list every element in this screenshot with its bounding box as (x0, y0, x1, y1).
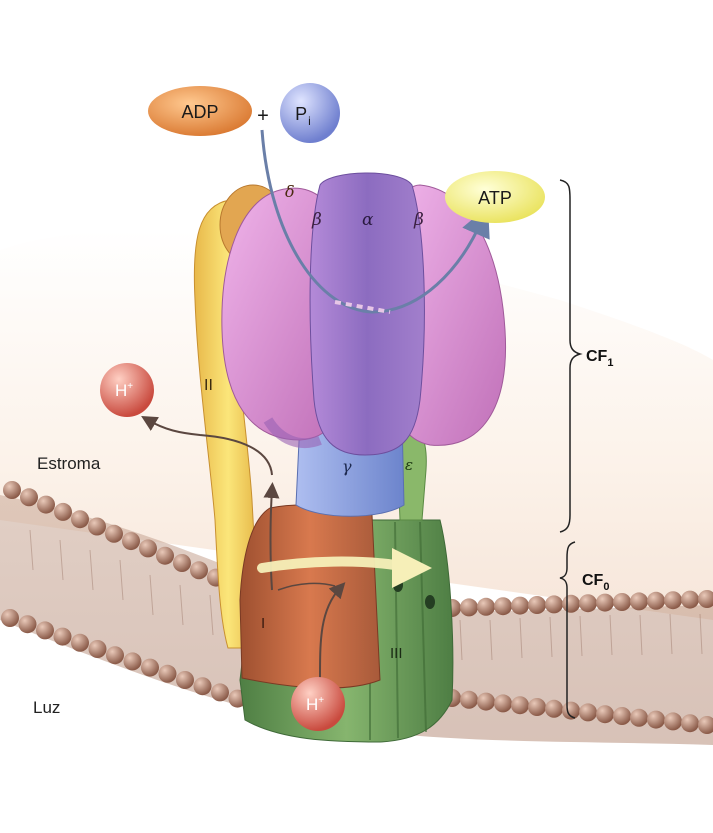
plus-sign: + (257, 105, 269, 127)
h-bottom-main: H (306, 695, 318, 714)
lipid-head (579, 703, 597, 721)
lipid-head (89, 640, 107, 658)
lipid-head (647, 592, 665, 610)
lipid-head (511, 597, 529, 615)
subunit-i-label: I (261, 615, 265, 632)
h-top-sup: + (127, 381, 133, 392)
lipid-head (562, 595, 580, 613)
lipid-head (139, 539, 157, 557)
stroma-label: Estroma (37, 454, 101, 473)
lipid-head (156, 547, 174, 565)
subunit-ii-label: II (204, 377, 213, 394)
lipid-head (613, 593, 631, 611)
lumen-label: Luz (33, 698, 60, 717)
lipid-head (122, 532, 140, 550)
cf0-main: CF (582, 572, 604, 589)
lipid-head (54, 628, 72, 646)
lipid-head (211, 683, 229, 701)
lipid-head (630, 709, 648, 727)
delta-label: δ (285, 182, 295, 201)
lipid-head (596, 594, 614, 612)
lipid-head (460, 691, 478, 709)
h-top-main: H (115, 381, 127, 400)
cf0-sub: 0 (603, 581, 609, 593)
lipid-head (124, 652, 142, 670)
lipid-head (19, 615, 37, 633)
lipid-head (460, 598, 478, 616)
lipid-head (579, 594, 597, 612)
pi-main: P (295, 104, 307, 124)
lipid-head (664, 712, 682, 730)
lipid-head (545, 700, 563, 718)
h-bottom-sup: + (318, 695, 324, 706)
epsilon-label: ε (405, 456, 413, 474)
lipid-head (194, 677, 212, 695)
subunit-i (240, 505, 380, 688)
adp-label: ADP (181, 102, 218, 122)
subunit-iii-label: III (390, 645, 403, 662)
lipid-head (173, 554, 191, 572)
cf1-sub: 1 (607, 357, 613, 369)
atp-label: ATP (478, 188, 512, 208)
lipid-head (528, 698, 546, 716)
lipid-head (545, 595, 563, 613)
lipid-head (141, 659, 159, 677)
beta-right-label: β (413, 210, 424, 230)
lipid-head (105, 525, 123, 543)
lipid-head (3, 481, 21, 499)
lipid-head (88, 518, 106, 536)
lipid-head (494, 597, 512, 615)
lipid-head (37, 496, 55, 514)
alpha-label: α (362, 210, 374, 230)
lipid-head (681, 591, 699, 609)
lipid-head (494, 694, 512, 712)
lipid-head (20, 488, 38, 506)
lipid-head (71, 634, 89, 652)
lipid-head (477, 598, 495, 616)
pi-molecule (280, 83, 340, 143)
lipid-head (630, 592, 648, 610)
beta-left-label: β (311, 210, 322, 230)
lipid-head (190, 561, 208, 579)
gamma-label: γ (342, 457, 352, 476)
lipid-head (596, 705, 614, 723)
lipid-head (159, 665, 177, 683)
lipid-head (681, 714, 699, 732)
lipid-head (176, 671, 194, 689)
lipid-head (613, 707, 631, 725)
lipid-head (36, 621, 54, 639)
lipid-head (1, 609, 19, 627)
lipid-head (664, 591, 682, 609)
lipid-head (106, 646, 124, 664)
cf1-main: CF (586, 348, 608, 365)
lipid-head (528, 596, 546, 614)
lipid-head (54, 503, 72, 521)
pi-subscript: i (308, 114, 311, 128)
lipid-head (71, 510, 89, 528)
lipid-head (477, 693, 495, 711)
lipid-head (511, 696, 529, 714)
lipid-head (647, 711, 665, 729)
